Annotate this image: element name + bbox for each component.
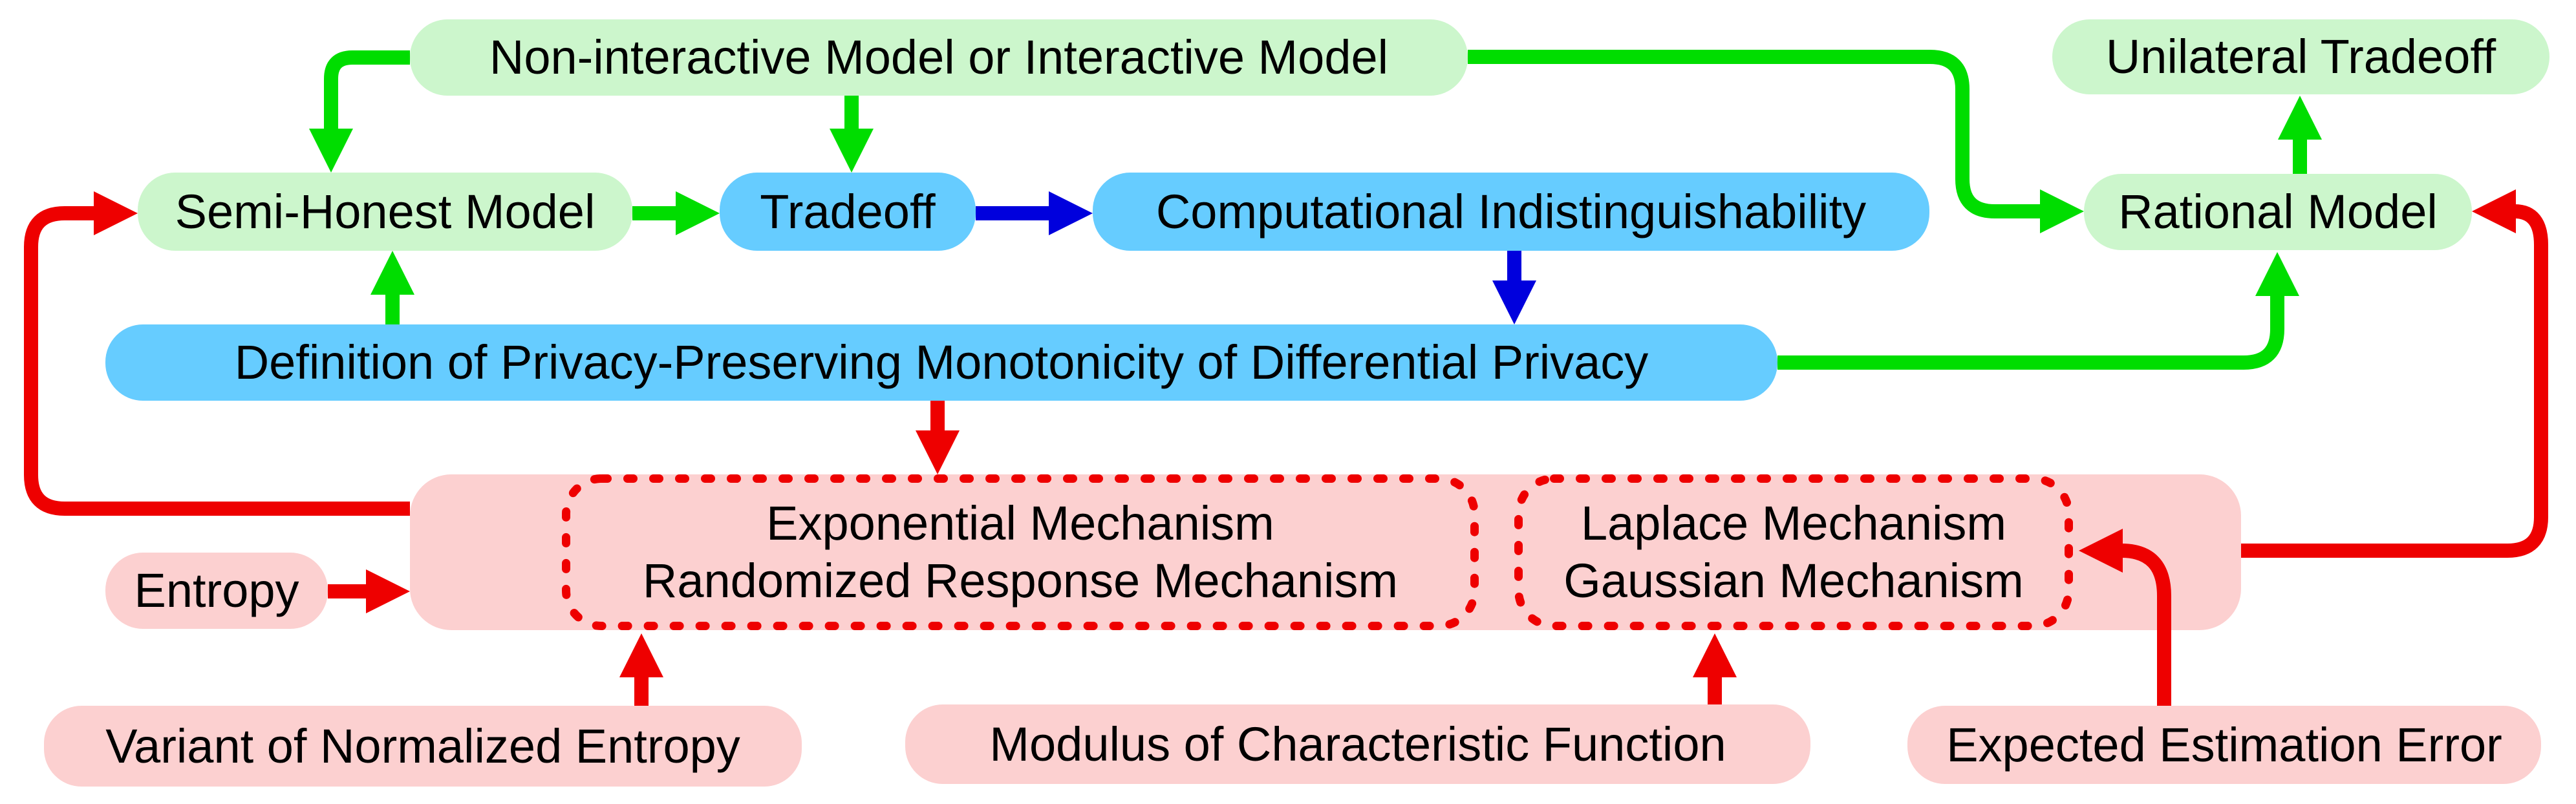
edge-semihonest-to-tradeoff: [632, 191, 720, 235]
node-tradeoff: Tradeoff: [720, 173, 976, 251]
edge-variant-to-exponential-group: [619, 633, 663, 706]
laplace-group-dashed-border: [1514, 474, 2073, 630]
group-line-gaussian-mechanism: Gaussian Mechanism: [1563, 553, 2024, 608]
mechanisms-container-box: [410, 474, 2241, 630]
group-line-laplace-mechanism: Laplace Mechanism: [1580, 496, 2007, 550]
edge-definition-to-rational: [1777, 252, 2299, 370]
edge-entropy-to-container: [328, 569, 410, 613]
group-laplace-gaussian-mechanisms: Laplace Mechanism Gaussian Mechanism: [1514, 474, 2073, 630]
edge-computational-to-definition: [1492, 251, 1536, 324]
edge-tradeoff-to-computational: [976, 191, 1093, 235]
group-line-exponential-mechanism: Exponential Mechanism: [766, 496, 1274, 550]
node-semi-honest-model: Semi-Honest Model: [138, 173, 632, 251]
node-expected-estimation-error: Expected Estimation Error: [1907, 706, 2541, 784]
edge-definition-to-exponential-group: [916, 401, 960, 474]
node-unilateral-tradeoff: Unilateral Tradeoff: [2052, 19, 2549, 94]
edge-definition-to-semihonest: [370, 251, 414, 324]
exponential-group-dashed-border: [562, 474, 1479, 630]
edge-noninteractive-to-semihonest: [309, 50, 410, 173]
edge-rational-to-unilateral: [2278, 96, 2322, 174]
node-modulus-of-characteristic-function: Modulus of Characteristic Function: [905, 704, 1810, 784]
node-computational-indistinguishability: Computational Indistinguishability: [1093, 173, 1929, 251]
edge-container-to-semihonest: [24, 191, 410, 516]
node-non-interactive-model: Non-interactive Model or Interactive Mod…: [410, 19, 1468, 96]
edge-container-to-rational: [2241, 189, 2548, 558]
node-variant-of-normalized-entropy: Variant of Normalized Entropy: [44, 706, 802, 787]
node-entropy: Entropy: [105, 553, 328, 629]
node-rational-model: Rational Model: [2084, 174, 2472, 250]
edge-noninteractive-to-rational: [1468, 50, 2084, 233]
group-line-randomized-response-mechanism: Randomized Response Mechanism: [642, 553, 1399, 608]
edge-expected-to-laplace-group: [2079, 529, 2171, 706]
node-definition-privacy-preserving-monotonicity: Definition of Privacy-Preserving Monoton…: [105, 324, 1777, 401]
edge-modulus-to-laplace-group: [1693, 633, 1737, 704]
group-exponential-randomized-mechanisms: Exponential Mechanism Randomized Respons…: [562, 474, 1479, 630]
edge-noninteractive-to-tradeoff: [830, 96, 874, 173]
